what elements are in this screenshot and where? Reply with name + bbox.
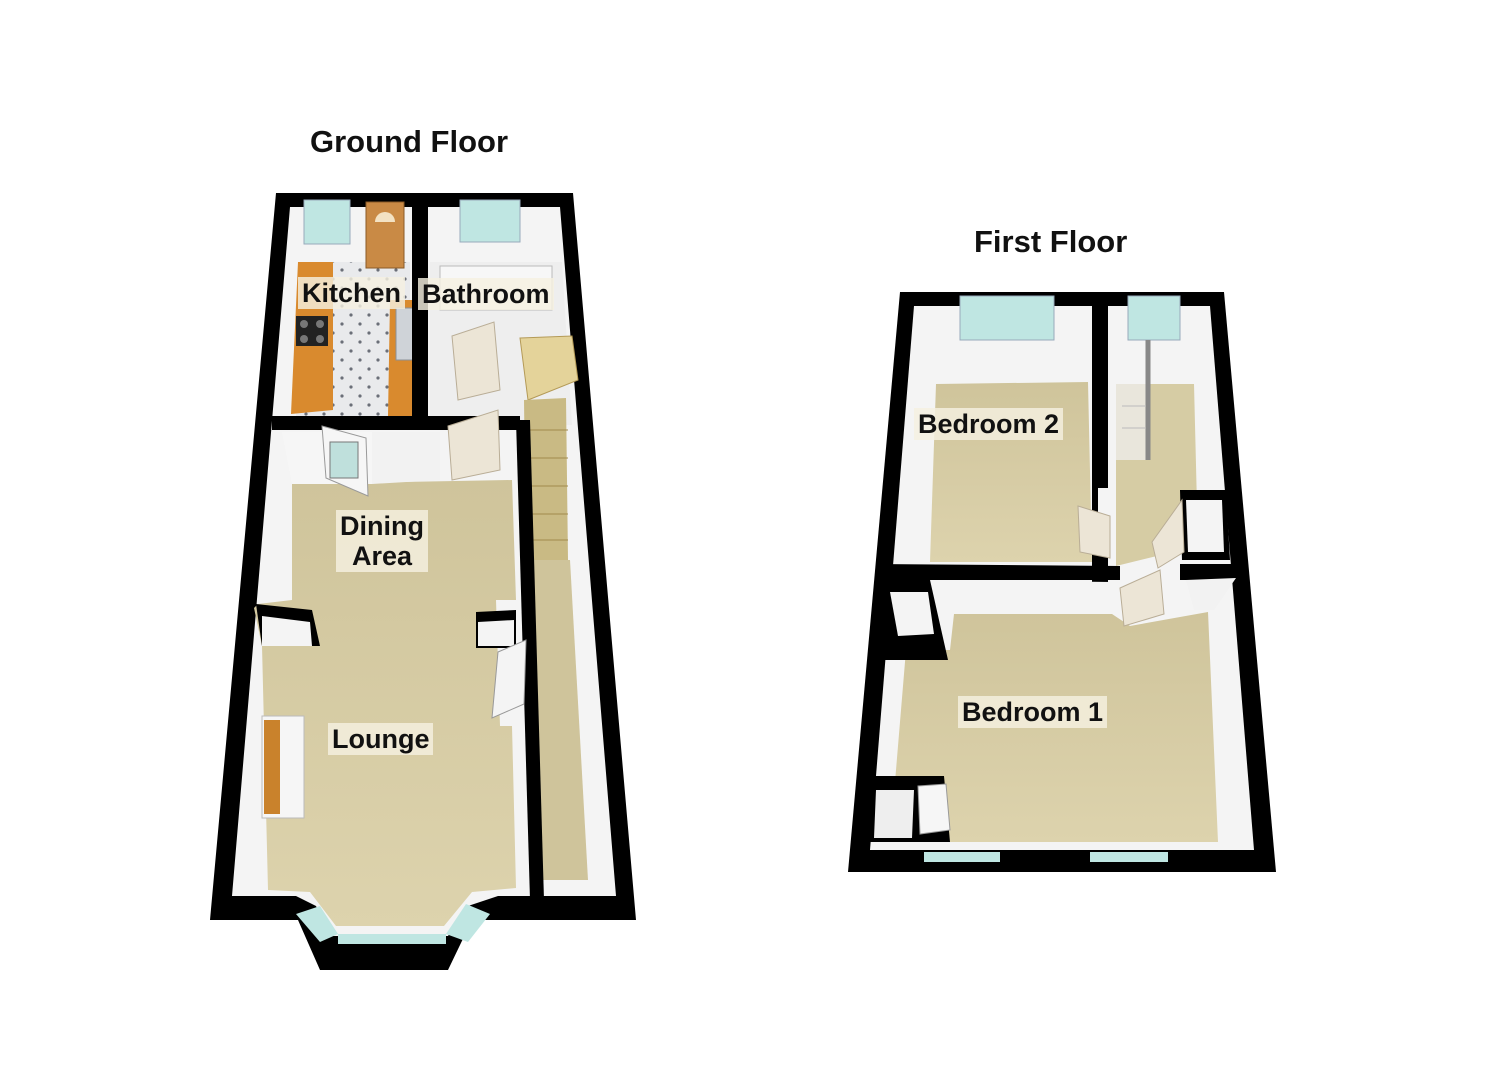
ground-floor-title: Ground Floor <box>310 124 509 159</box>
hall-wall <box>516 420 544 900</box>
bathroom-window <box>459 199 521 243</box>
bedroom-2-door <box>1077 505 1111 559</box>
bathroom-label: Bathroom <box>418 278 554 311</box>
kitchen-window <box>303 199 351 245</box>
landing-window <box>1127 295 1181 341</box>
lounge-label: Lounge <box>328 723 434 756</box>
hob <box>296 316 328 346</box>
landing-door <box>1151 498 1185 569</box>
bedroom-2-window <box>959 295 1055 341</box>
hallway-floor <box>528 560 588 880</box>
dining-area-label: Dining Area <box>336 510 428 573</box>
stair-rail <box>1116 340 1151 460</box>
dining-lounge-floor <box>254 480 516 926</box>
first-floor-plan <box>848 292 1276 872</box>
first-floor-title: First Floor <box>974 224 1128 259</box>
hallway-door <box>491 639 527 719</box>
bedroom-1-window-left <box>924 852 1000 862</box>
dining-label-line1: Dining <box>340 511 424 541</box>
dining-door <box>447 409 501 481</box>
dining-label-line2: Area <box>351 541 413 572</box>
bay-window <box>296 904 490 944</box>
kitchen-label: Kitchen <box>298 277 406 310</box>
bedroom-2-label: Bedroom 2 <box>914 408 1064 441</box>
bedroom-1-door <box>1119 569 1165 627</box>
ground-stairs <box>519 335 579 560</box>
bedroom-1-window-right <box>1090 852 1168 862</box>
back-door <box>365 201 405 269</box>
bathroom-door <box>451 321 501 401</box>
bedroom-1-label: Bedroom 1 <box>958 696 1108 729</box>
ground-floor-plan <box>210 193 636 970</box>
first-cross-wall <box>880 564 1120 580</box>
